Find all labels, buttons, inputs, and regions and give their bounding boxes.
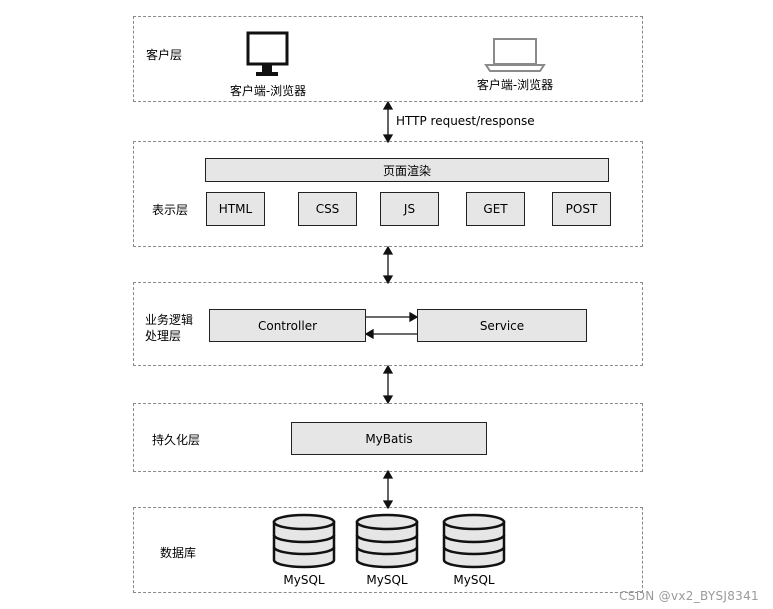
arrow-controller-to-service bbox=[366, 311, 419, 323]
desktop-caption: 客户端-浏览器 bbox=[229, 84, 307, 98]
presentation-layer bbox=[133, 141, 643, 247]
controller-box: Controller bbox=[209, 309, 366, 342]
watermark: CSDN @vx2_BYSJ8341 bbox=[619, 589, 759, 603]
desktop-monitor-icon bbox=[246, 31, 289, 76]
tech-box-html: HTML bbox=[206, 192, 265, 226]
db-caption-3: MySQL bbox=[453, 573, 495, 587]
tech-box-post: POST bbox=[552, 192, 611, 226]
persistence-layer bbox=[133, 403, 643, 472]
mybatis-box: MyBatis bbox=[291, 422, 487, 455]
tech-box-get: GET bbox=[466, 192, 525, 226]
render-box: 页面渲染 bbox=[205, 158, 609, 182]
database-cylinder-icon bbox=[442, 513, 506, 569]
presentation-layer-label: 表示层 bbox=[152, 203, 189, 217]
database-cylinder-icon bbox=[355, 513, 419, 569]
business-layer-label-line1: 业务逻辑 bbox=[145, 313, 194, 327]
database-layer-label: 数据库 bbox=[160, 546, 197, 560]
business-layer bbox=[133, 282, 643, 366]
db-caption-2: MySQL bbox=[366, 573, 408, 587]
business-layer-label-line2: 处理层 bbox=[145, 329, 182, 343]
arrow-business-persistence bbox=[382, 364, 394, 405]
laptop-caption: 客户端-浏览器 bbox=[476, 78, 554, 92]
persistence-layer-label: 持久化层 bbox=[152, 433, 201, 447]
arrow-persistence-database bbox=[382, 469, 394, 510]
tech-box-js: JS bbox=[380, 192, 439, 226]
db-caption-1: MySQL bbox=[283, 573, 325, 587]
arrow-client-presentation bbox=[382, 100, 394, 144]
http-label: HTTP request/response bbox=[396, 114, 535, 128]
arrow-presentation-business bbox=[382, 245, 394, 285]
database-cylinder-icon bbox=[272, 513, 336, 569]
tech-box-css: CSS bbox=[298, 192, 357, 226]
database-cylinders bbox=[272, 513, 506, 569]
laptop-icon bbox=[484, 38, 546, 72]
arrow-service-to-controller bbox=[364, 328, 417, 340]
client-layer-label: 客户层 bbox=[146, 48, 183, 62]
database-layer bbox=[133, 507, 643, 593]
service-box: Service bbox=[417, 309, 587, 342]
